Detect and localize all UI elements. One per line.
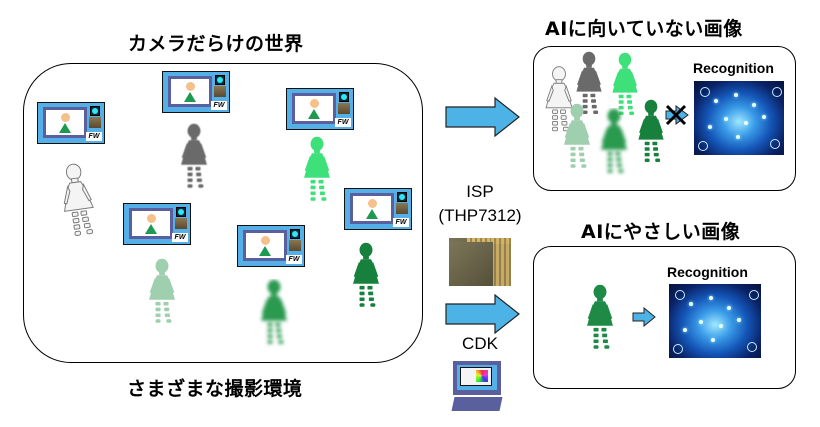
figure-blurred-green-icon bbox=[261, 279, 287, 344]
blocked-arrow-icon bbox=[665, 104, 689, 126]
arrow-to-good-images bbox=[445, 294, 521, 334]
figure-pale-green-icon bbox=[564, 103, 590, 168]
recognition-label-bottom: Recognition bbox=[667, 264, 748, 280]
laptop-keyboard bbox=[451, 397, 503, 411]
camera-icon: FW bbox=[37, 102, 105, 144]
camera-icon: FW bbox=[286, 88, 354, 130]
camera-icon: FW bbox=[344, 188, 412, 230]
figure-clean-green-icon bbox=[587, 284, 613, 349]
isp-label: ISP bbox=[466, 182, 494, 201]
camera-icon: FW bbox=[162, 71, 230, 113]
isp-model-label: (THP7312) bbox=[438, 206, 522, 225]
isp-chip-image bbox=[449, 238, 511, 286]
figure-bright-green-icon bbox=[304, 136, 330, 201]
figure-textured-green-icon bbox=[353, 242, 379, 307]
laptop-icon bbox=[453, 361, 501, 395]
arrow-to-bad-images bbox=[445, 97, 521, 137]
camera-icon: FW bbox=[123, 203, 191, 245]
brain-ai-image bbox=[669, 284, 761, 358]
bad-images-title: AIに向いていない画像 bbox=[545, 18, 743, 40]
recognition-label-top: Recognition bbox=[693, 60, 774, 76]
left-section-caption: さまざまな撮影環境 bbox=[127, 378, 303, 400]
figure-pale-green-icon bbox=[149, 258, 175, 323]
cdk-label: CDK bbox=[462, 334, 498, 353]
arrow-right-icon bbox=[632, 307, 656, 327]
good-images-title: AIにやさしい画像 bbox=[581, 221, 741, 243]
figure-dark-gray-icon bbox=[181, 123, 207, 188]
left-section-title: カメラだらけの世界 bbox=[128, 33, 304, 55]
brain-ai-image bbox=[694, 81, 784, 155]
camera-icon: FW bbox=[237, 225, 305, 267]
figure-sketch-icon bbox=[60, 163, 96, 238]
figure-blurred-green-icon bbox=[601, 108, 627, 173]
